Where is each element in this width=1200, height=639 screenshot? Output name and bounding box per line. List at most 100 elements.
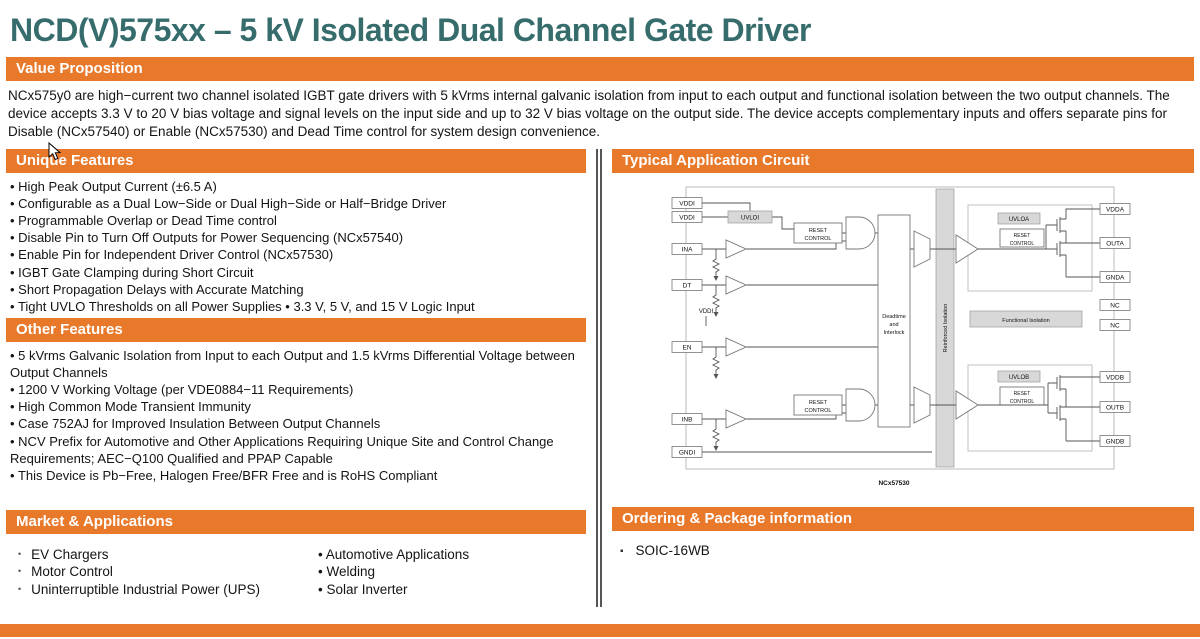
unique-features-list: High Peak Output Current (±6.5 A)Configu…	[10, 178, 582, 318]
market-item: Automotive Applications	[318, 546, 469, 564]
reset-control-block: RESET CONTROL	[793, 222, 843, 244]
reset-control-block	[999, 228, 1045, 248]
content-columns: Unique Features High Peak Output Current…	[0, 148, 1200, 607]
pulldown-resistors	[711, 248, 721, 451]
feature-item: Configurable as a Dual Low−Side or Dual …	[10, 195, 582, 212]
and-gate	[845, 216, 876, 250]
driver-buffer	[955, 390, 979, 420]
left-pin-boxes: VDDI VDDI INA DT EN INB GNDI	[671, 196, 703, 458]
feature-item: NCV Prefix for Automotive and Other Appl…	[10, 433, 582, 467]
output-channel-b: UVLOB RESET CONTROL	[955, 364, 1100, 452]
svg-text:VDDA: VDDA	[1106, 206, 1125, 213]
market-item: Uninterruptible Industrial Power (UPS)	[18, 581, 318, 599]
application-circuit-diagram: Reinforced Isolation Functional Isolatio…	[671, 186, 1131, 487]
feature-item: Disable Pin to Turn Off Outputs for Powe…	[10, 229, 582, 246]
feature-item: Tight UVLO Thresholds on all Power Suppl…	[10, 298, 582, 315]
and-gate	[845, 388, 876, 422]
part-number-label: NCx57530	[878, 480, 909, 487]
market-applications-header: Market & Applications	[6, 509, 586, 534]
svg-text:VDDI: VDDI	[679, 214, 695, 221]
svg-text:CONTROL: CONTROL	[805, 236, 832, 242]
svg-text:GNDA: GNDA	[1106, 274, 1125, 281]
svg-text:UVLOA: UVLOA	[1009, 217, 1029, 223]
svg-text:EN: EN	[682, 344, 691, 351]
market-item: Welding	[318, 563, 469, 581]
svg-text:INB: INB	[682, 416, 693, 423]
svg-text:VDDB: VDDB	[1106, 374, 1124, 381]
market-item: Motor Control	[18, 563, 318, 581]
svg-text:Deadtime: Deadtime	[882, 314, 906, 320]
market-item: Solar Inverter	[318, 581, 469, 599]
svg-text:INA: INA	[682, 246, 694, 253]
unique-features-header: Unique Features	[6, 148, 586, 173]
svg-text:CONTROL: CONTROL	[805, 408, 832, 414]
reinforced-isolation-band: Reinforced Isolation	[935, 188, 955, 468]
feature-item: High Peak Output Current (±6.5 A)	[10, 178, 582, 195]
svg-text:RESET: RESET	[1014, 233, 1031, 239]
feature-item: 5 kVrms Galvanic Isolation from Input to…	[10, 347, 582, 381]
ordering-package-header: Ordering & Package information	[612, 506, 1194, 531]
svg-text:DT: DT	[683, 282, 692, 289]
level-shifter	[913, 230, 931, 268]
application-circuit-container: Reinforced Isolation Functional Isolatio…	[606, 179, 1200, 507]
feature-item: This Device is Pb−Free, Halogen Free/BFR…	[10, 467, 582, 484]
deadtime-interlock-block: Deadtime and Interlock	[877, 214, 911, 428]
svg-text:VDDI: VDDI	[679, 200, 695, 207]
functional-isolation-band: Functional Isolation	[969, 310, 1083, 328]
output-channel-a: UVLOA RESET CONTROL	[955, 204, 1100, 292]
feature-item: IGBT Gate Clamping during Short Circuit	[10, 264, 582, 281]
feature-item: Enable Pin for Independent Driver Contro…	[10, 246, 582, 263]
uvloi-block: UVLOI	[727, 210, 773, 224]
mosfet	[1051, 374, 1067, 392]
reset-control-block: RESET CONTROL	[793, 394, 843, 416]
value-proposition-header: Value Proposition	[6, 57, 1194, 81]
svg-text:NC: NC	[1110, 322, 1120, 329]
uvloa-block	[997, 212, 1041, 225]
svg-text:GNDB: GNDB	[1106, 438, 1125, 445]
vddi-rail-label: VDDI	[699, 309, 714, 315]
svg-text:RESET: RESET	[809, 400, 828, 406]
market-applications-columns: EV ChargersMotor ControlUninterruptible …	[18, 546, 592, 599]
svg-text:RESET: RESET	[1014, 391, 1031, 397]
market-column-1: EV ChargersMotor ControlUninterruptible …	[18, 546, 318, 599]
typical-application-circuit-header: Typical Application Circuit	[612, 148, 1194, 173]
mosfet	[1051, 404, 1067, 422]
uvlob-block	[997, 370, 1041, 383]
market-column-2: Automotive ApplicationsWeldingSolar Inve…	[318, 546, 469, 599]
market-item: EV Chargers	[18, 546, 318, 564]
feature-item: High Common Mode Transient Immunity	[10, 398, 582, 415]
feature-item: Programmable Overlap or Dead Time contro…	[10, 212, 582, 229]
driver-buffer	[955, 234, 979, 264]
svg-text:NC: NC	[1110, 302, 1120, 309]
value-proposition-body: NCx575y0 are high−current two channel is…	[8, 88, 1170, 139]
footer-accent-bar	[0, 624, 1200, 637]
mosfet	[1051, 240, 1067, 258]
right-column: Typical Application Circuit Reinforced I…	[606, 148, 1200, 607]
mouse-cursor-icon	[48, 142, 61, 161]
other-features-list: 5 kVrms Galvanic Isolation from Input to…	[10, 347, 582, 510]
ordering-list: SOIC-16WB	[620, 543, 1200, 558]
input-buffers	[725, 239, 748, 429]
svg-text:Functional Isolation: Functional Isolation	[1002, 318, 1049, 324]
svg-text:and: and	[889, 322, 898, 328]
left-column: Unique Features High Peak Output Current…	[0, 148, 592, 607]
svg-text:GNDI: GNDI	[679, 449, 695, 456]
svg-text:UVLOI: UVLOI	[741, 215, 759, 221]
other-features-header: Other Features	[6, 317, 586, 342]
page-title: NCD(V)575xx – 5 kV Isolated Dual Channel…	[10, 12, 811, 48]
svg-text:OUTA: OUTA	[1106, 240, 1124, 247]
svg-text:Reinforced Isolation: Reinforced Isolation	[943, 304, 949, 353]
svg-text:CONTROL: CONTROL	[1010, 399, 1035, 405]
svg-text:UVLOB: UVLOB	[1009, 375, 1029, 381]
svg-text:CONTROL: CONTROL	[1010, 241, 1035, 247]
input-side-wires	[702, 202, 956, 453]
feature-item: 1200 V Working Voltage (per VDE0884−11 R…	[10, 381, 582, 398]
feature-item: Short Propagation Delays with Accurate M…	[10, 281, 582, 298]
column-divider	[596, 148, 602, 607]
feature-item: Case 752AJ for Improved Insulation Betwe…	[10, 415, 582, 432]
level-shifter	[913, 386, 931, 424]
svg-text:Interlock: Interlock	[884, 330, 905, 336]
mosfet	[1051, 216, 1067, 234]
svg-text:RESET: RESET	[809, 228, 828, 234]
